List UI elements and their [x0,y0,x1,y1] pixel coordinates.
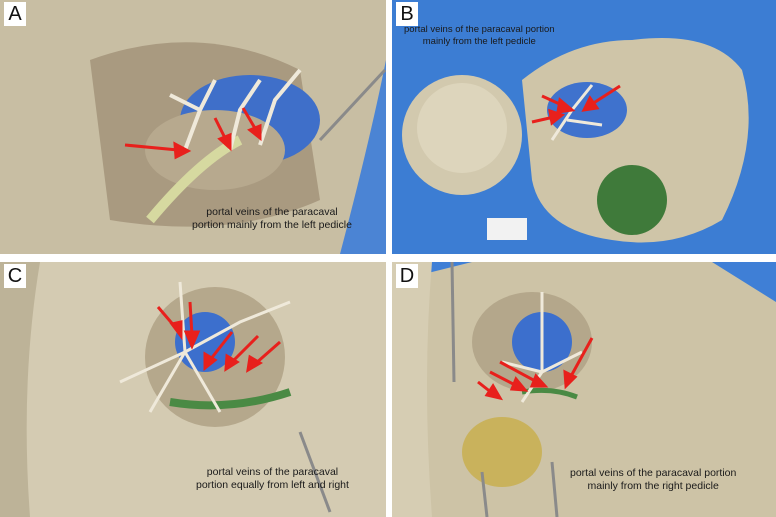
portal-vein-branches [119,281,291,413]
red-arrows [477,337,594,401]
caption-line: portal veins of the paracaval portion [570,467,737,479]
panel-letter: B [396,2,418,26]
panel-caption: portal veins of the paracaval portion eq… [196,466,349,492]
panel-caption: portal veins of the paracaval portion ma… [570,467,736,493]
panel-caption: portal veins of the paracaval portion ma… [404,24,555,48]
caption-line: portal veins of the paracaval [206,206,338,218]
caption-line: portion mainly from the left pedicle [192,219,352,231]
panel-letter: D [396,264,418,288]
panel-letter: A [4,2,26,26]
liver-cast-photo-c [0,262,386,517]
panel-b: B portal veins of the paracaval portion … [392,0,776,254]
portal-vein-branches [501,292,583,403]
caption-line: mainly from the right pedicle [587,480,719,492]
liver-cast-photo-b [392,0,776,254]
panel-a: A portal veins of the paracaval portion … [0,0,386,254]
red-arrows [531,84,621,126]
caption-line: portion equally from left and right [196,479,349,491]
caption-line: portal veins of the paracaval [206,466,339,478]
red-arrows [156,301,281,373]
panel-d: D portal veins of the paracaval portion … [392,262,776,517]
caption-line: mainly from the left pedicle [422,36,536,47]
panel-caption: portal veins of the paracaval portion ma… [192,206,352,232]
liver-cast-photo-d [392,262,776,517]
red-arrows [124,107,262,160]
panel-letter: C [4,264,26,288]
portal-vein-branches [169,68,302,151]
caption-line: portal veins of the paracaval portion [404,24,555,35]
panel-c: C portal veins of the paracaval portion … [0,262,386,517]
liver-cast-photo-a [0,0,386,254]
